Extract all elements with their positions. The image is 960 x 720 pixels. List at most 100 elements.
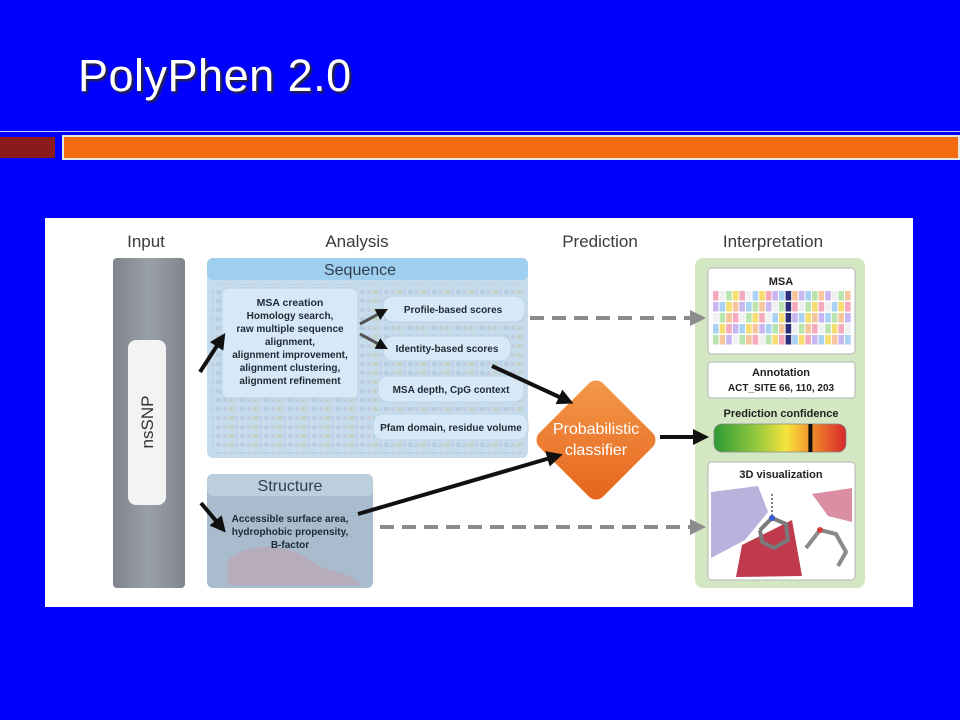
feature-box-pfam (372, 413, 529, 441)
arrow-sequence-to-classifier (491, 364, 574, 405)
msa-cell (759, 324, 765, 334)
msa-cell (785, 313, 792, 323)
msa-cell (805, 324, 811, 334)
input-label: nsSNP (138, 396, 157, 449)
msa-cell (792, 302, 798, 312)
structure-protein-shadow (228, 546, 360, 585)
msa-cell (845, 335, 851, 345)
msa-cell (812, 291, 818, 301)
feature-identity-scores: Identity-based scores (396, 344, 499, 355)
msa-cell (798, 291, 805, 301)
msa-cell (838, 291, 844, 301)
msa-cell (739, 335, 745, 345)
msa-cell (805, 335, 811, 345)
msa-cell (732, 313, 739, 323)
msa-cell (818, 335, 825, 345)
msa-cell (779, 302, 785, 312)
msa-cell (752, 302, 759, 312)
msa-cell (785, 324, 792, 334)
msa-cell (779, 313, 785, 323)
msa-cell (818, 324, 825, 334)
structure-panel-header (207, 474, 373, 496)
msa-cell (713, 324, 719, 334)
msa-cell (719, 324, 726, 334)
msa-cell (752, 313, 759, 323)
structure-line: Accessible surface area, (232, 514, 349, 525)
msa-cell (792, 324, 798, 334)
arrow-input-to-msa (198, 332, 226, 374)
structure-panel (207, 474, 373, 588)
msa-cell (792, 291, 798, 301)
msa-cell (732, 291, 739, 301)
annotation-title: Annotation (752, 367, 810, 379)
msa-creation-line: alignment, (265, 337, 315, 348)
msa-cell (765, 291, 772, 301)
classifier-diamond (536, 380, 656, 500)
msa-cell (812, 302, 818, 312)
msa-cell (739, 324, 745, 334)
msa-cell (772, 291, 778, 301)
msa-cell (726, 302, 732, 312)
msa-cell (726, 313, 732, 323)
msa-cell (798, 313, 805, 323)
msa-cell (746, 335, 752, 345)
msa-cell (726, 291, 732, 301)
msa-cell (785, 335, 792, 345)
msa-cell (792, 335, 798, 345)
msa-cell (838, 313, 844, 323)
msa-cell (772, 324, 778, 334)
classifier-label-line: Probabilistic (553, 421, 639, 438)
msa-creation-line: alignment clustering, (240, 363, 341, 374)
atom (817, 527, 823, 533)
protein-structure-image (711, 486, 852, 577)
atom (769, 515, 775, 521)
arrow-msa-to-profile (359, 308, 388, 326)
msa-cell (845, 313, 851, 323)
msa-cell (818, 302, 825, 312)
msa-cell (812, 313, 818, 323)
msa-creation-line: alignment refinement (239, 376, 341, 387)
msa-cell (812, 324, 818, 334)
msa-cell (772, 335, 778, 345)
msa-cell (732, 324, 739, 334)
msa-cell (785, 302, 792, 312)
msa-cell (838, 324, 844, 334)
column-header-interpretation: Interpretation (723, 232, 823, 251)
msa-creation-line: Homology search, (247, 311, 334, 322)
msa-cell (838, 335, 844, 345)
msa-cell (746, 291, 752, 301)
input-label-box (128, 340, 166, 505)
msa-cell (739, 291, 745, 301)
msa-cell (765, 313, 772, 323)
msa-cell (831, 335, 838, 345)
msa-cell (752, 291, 759, 301)
confidence-marker (808, 424, 813, 452)
msa-cell (845, 302, 851, 312)
msa-alignment-image (713, 291, 851, 345)
msa-cell (805, 302, 811, 312)
column-header-input: Input (127, 232, 165, 251)
msa-cell (732, 302, 739, 312)
annotation-box (707, 361, 856, 399)
msa-box-title: MSA (769, 276, 794, 288)
classifier-label-line: classifier (565, 442, 628, 459)
msa-cell (719, 313, 726, 323)
msa-cell (719, 302, 726, 312)
structure-line: B-factor (271, 540, 309, 551)
msa-cell (805, 313, 811, 323)
msa-cell (825, 291, 831, 301)
msa-cell (845, 324, 851, 334)
msa-cell (812, 335, 818, 345)
msa-cell (772, 302, 778, 312)
msa-cell (719, 335, 726, 345)
feature-msa-depth: MSA depth, CpG context (393, 385, 511, 396)
msa-cell (746, 313, 752, 323)
msa-cell (831, 324, 838, 334)
column-header-analysis: Analysis (325, 232, 388, 251)
msa-cell (805, 291, 811, 301)
msa-cell (798, 302, 805, 312)
feature-box-msa-depth (377, 375, 525, 403)
msa-cell (739, 302, 745, 312)
msa-cell (798, 324, 805, 334)
